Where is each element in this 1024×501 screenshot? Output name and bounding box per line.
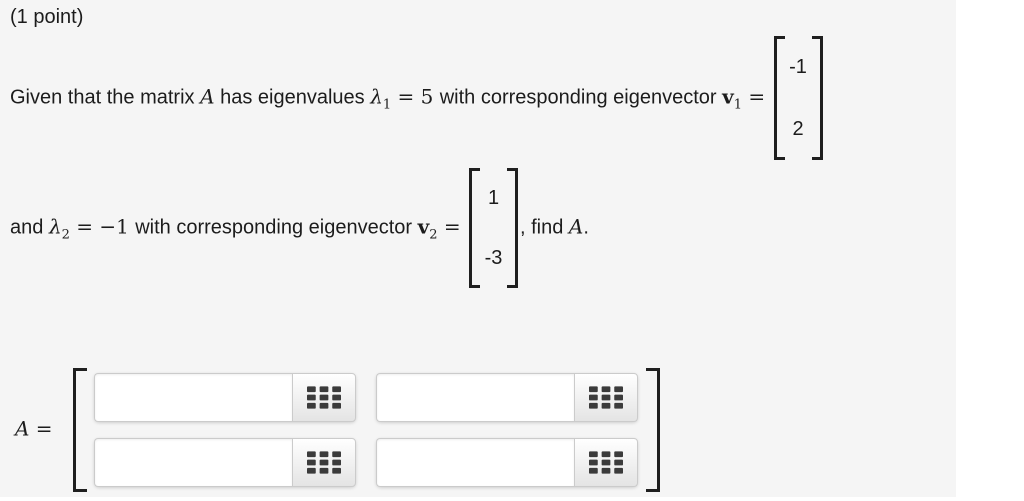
keypad-grid-icon — [306, 451, 341, 474]
keypad-grid-icon — [588, 386, 623, 409]
matrix-input-r2c2[interactable] — [375, 438, 574, 487]
v-subscript: 1 — [733, 97, 743, 113]
equation-editor-button-r2c2[interactable] — [573, 438, 638, 487]
left-bracket — [469, 168, 480, 288]
lambda-subscript: 2 — [61, 227, 70, 243]
math-var-A: A — [200, 84, 215, 109]
math-equals-sign: = — [742, 84, 772, 109]
math-var-v: v — [417, 214, 430, 239]
text-segment: has eigenvalues — [214, 86, 371, 109]
math-equals-value: = −1 — [69, 214, 136, 239]
math-var-lambda: λ — [370, 84, 383, 109]
answer-matrix-grid — [93, 373, 638, 487]
matrix-cell-group-r2c1 — [93, 438, 356, 487]
matrix-input-r1c1[interactable] — [93, 373, 292, 422]
matrix-input-r1c2[interactable] — [375, 373, 574, 422]
math-var-A: A — [15, 416, 30, 441]
keypad-grid-icon — [588, 451, 623, 474]
lambda-subscript: 1 — [382, 97, 392, 113]
math-equals-sign: = — [437, 214, 467, 239]
equation-editor-button-r1c2[interactable] — [573, 373, 638, 422]
equation-editor-button-r1c1[interactable] — [291, 373, 356, 422]
math-var-v: v — [722, 84, 734, 109]
text-segment: with corresponding eigenvector — [439, 86, 723, 109]
math-equals-sign: = — [29, 416, 59, 441]
problem-statement-line-2: and λ2 = −1 with corresponding eigenvect… — [10, 168, 1020, 288]
vector-entry: -1 — [789, 55, 807, 78]
text-segment: , find — [520, 216, 569, 239]
eigenvector-v2-matrix: 1 -3 — [469, 168, 518, 288]
text-segment: and — [10, 216, 49, 239]
keypad-grid-icon — [306, 386, 341, 409]
answer-entry-row: A = — [15, 368, 660, 492]
problem-statement-line-1: Given that the matrix A has eigenvalues … — [10, 36, 1020, 160]
matrix-cell-group-r1c2 — [375, 373, 638, 422]
math-var-lambda: λ — [48, 214, 62, 239]
vector-entry: 1 — [487, 186, 500, 209]
vector-entries: -1 2 — [785, 36, 812, 160]
matrix-cell-group-r1c1 — [93, 373, 356, 422]
math-equals-value: = 5 — [391, 84, 440, 109]
text-segment: Given that the matrix — [10, 86, 201, 109]
points-label: (1 point) — [10, 6, 84, 28]
left-bracket — [773, 36, 785, 160]
matrix-cell-group-r2c2 — [375, 438, 638, 487]
matrix-right-bracket — [645, 368, 660, 492]
matrix-input-r2c1[interactable] — [93, 438, 292, 487]
equation-editor-button-r2c1[interactable] — [291, 438, 356, 487]
right-bracket — [811, 36, 823, 160]
matrix-left-bracket — [72, 368, 87, 492]
math-var-A: A — [568, 214, 584, 239]
right-bracket — [507, 168, 518, 288]
text-segment: with corresponding eigenvector — [135, 216, 418, 239]
text-segment: . — [583, 216, 589, 239]
vector-entry: 2 — [792, 117, 804, 140]
eigenvector-v1-matrix: -1 2 — [773, 36, 823, 160]
vector-entries: 1 -3 — [480, 168, 507, 288]
v-subscript: 2 — [429, 227, 438, 243]
vector-entry: -3 — [484, 246, 503, 269]
